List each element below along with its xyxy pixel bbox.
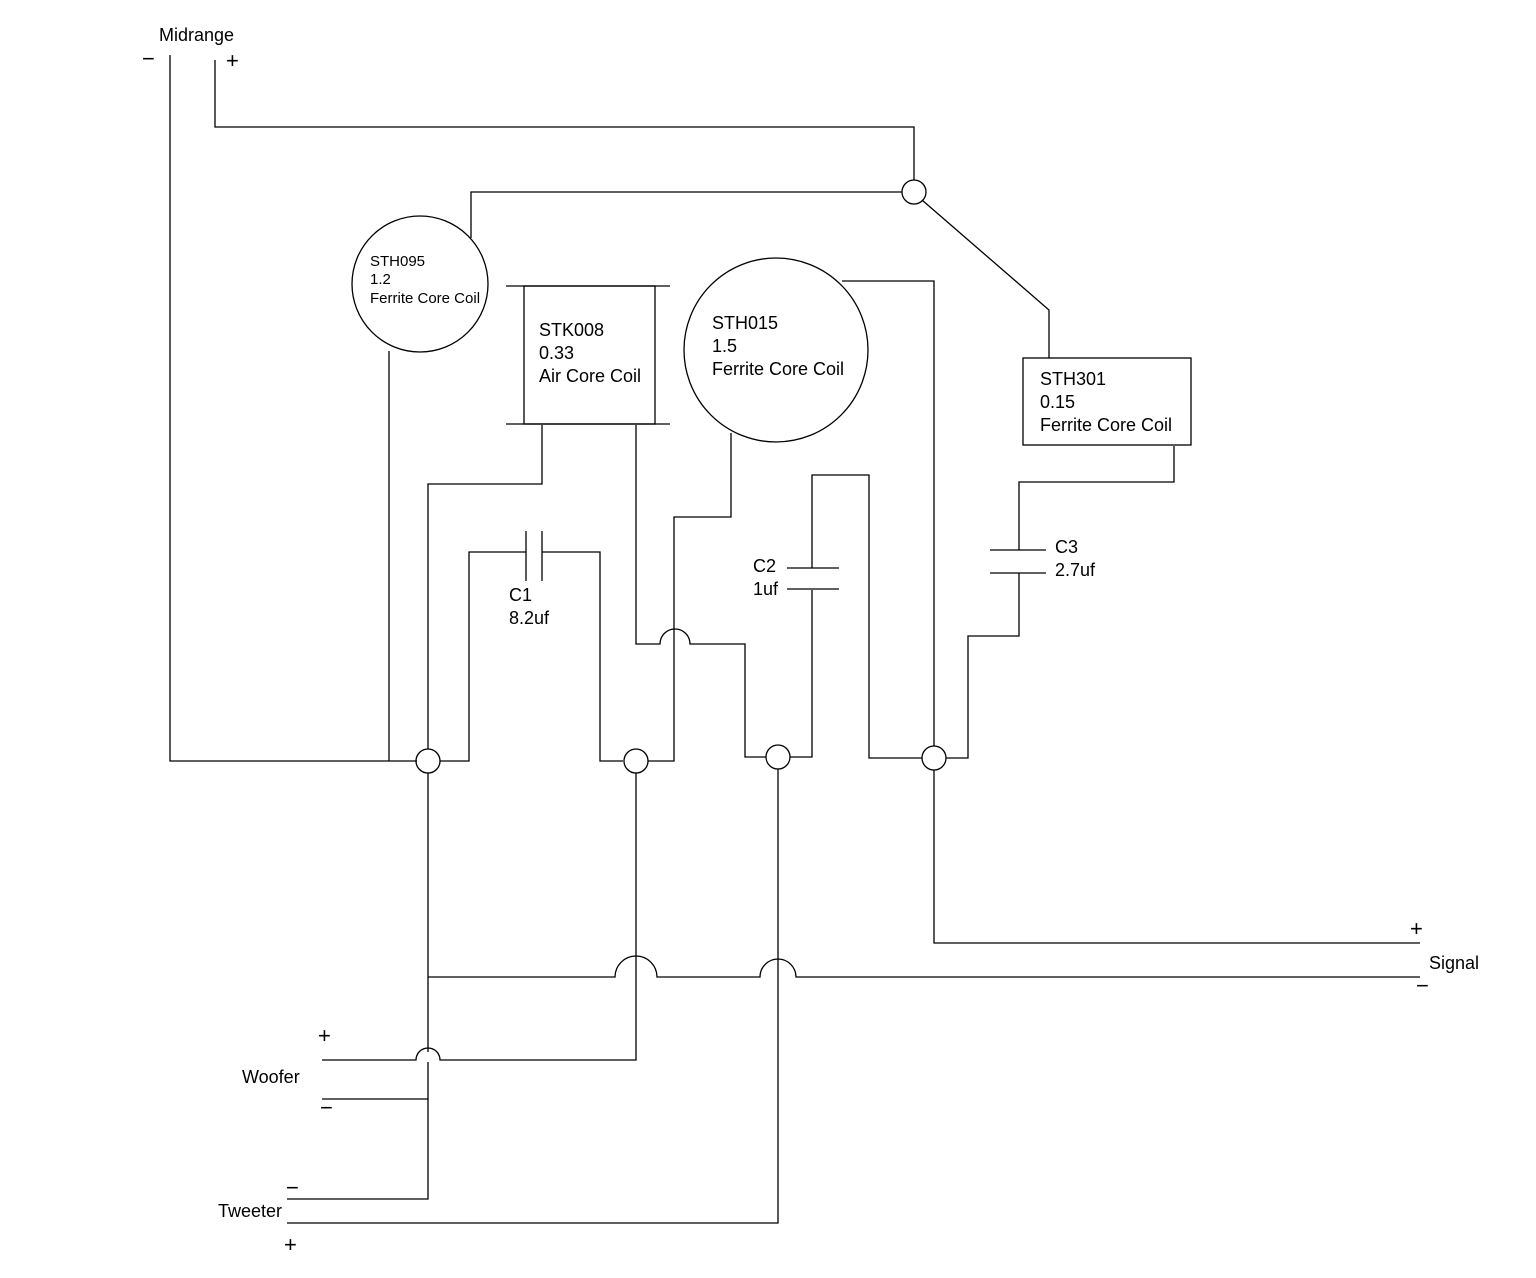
sth095-value: 1.2	[370, 271, 391, 288]
stk008-type: Air Core Coil	[539, 366, 641, 386]
sth095-type: Ferrite Core Coil	[370, 290, 480, 307]
tweeter-negative-sign: −	[286, 1175, 299, 1200]
wire-sth301-to-c3	[1018, 446, 1175, 550]
signal-label: Signal	[1429, 953, 1479, 973]
junction-top	[901, 179, 927, 205]
capacitor-c2: C2 1uf	[753, 556, 839, 599]
junction-j3	[765, 744, 791, 770]
inductor-sth301: STH301 0.15 Ferrite Core Coil	[1022, 357, 1192, 446]
wire-midrange-positive	[214, 60, 915, 180]
wire-c2-to-j4	[811, 474, 922, 759]
sth015-value: 1.5	[712, 336, 737, 356]
wire-sth015-to-j4	[842, 280, 935, 746]
capacitor-c3: C3 2.7uf	[990, 537, 1096, 580]
woofer-label: Woofer	[242, 1067, 300, 1087]
junction-j2	[623, 748, 649, 774]
junction-j1	[415, 748, 441, 774]
terminal-woofer: + Woofer −	[242, 1023, 333, 1120]
midrange-positive-sign: +	[226, 48, 239, 73]
wires	[169, 55, 1420, 1224]
tweeter-positive-sign: +	[284, 1232, 297, 1257]
sth301-type: Ferrite Core Coil	[1040, 415, 1172, 435]
signal-negative-sign: −	[1416, 973, 1429, 998]
wire-j4-to-signal-positive	[933, 770, 1420, 944]
c1-name: C1	[509, 585, 532, 605]
inductor-sth015: STH015 1.5 Ferrite Core Coil	[683, 257, 869, 443]
signal-positive-sign: +	[1410, 916, 1423, 941]
wire-j3-to-tweeter-positive	[287, 769, 779, 1224]
wire-c3-to-j4	[946, 573, 1020, 759]
midrange-negative-sign: −	[142, 46, 155, 71]
wire-c1-to-j2	[542, 551, 623, 762]
wire-top-junction-to-sth301	[921, 199, 1050, 358]
inductor-stk008: STK008 0.33 Air Core Coil	[506, 285, 670, 425]
wire-signal-negative	[428, 955, 1420, 978]
c2-value: 1uf	[753, 579, 779, 599]
midrange-label: Midrange	[159, 25, 234, 45]
wire-top-junction-to-sth095	[470, 191, 902, 238]
capacitor-c1: C1 8.2uf	[509, 531, 550, 628]
stk008-value: 0.33	[539, 343, 574, 363]
wire-stk008-to-j3	[635, 425, 766, 758]
c2-name: C2	[753, 556, 776, 576]
sth301-part: STH301	[1040, 369, 1106, 389]
sth015-part: STH015	[712, 313, 778, 333]
sth015-type: Ferrite Core Coil	[712, 359, 844, 379]
terminal-tweeter: − Tweeter +	[218, 1175, 299, 1257]
wire-j1-to-tweeter-negative	[287, 773, 429, 1200]
wire-sth015-to-j2	[648, 433, 732, 762]
junctions	[415, 179, 947, 774]
wire-woofer-positive	[322, 773, 637, 1061]
tweeter-label: Tweeter	[218, 1201, 282, 1221]
c3-value: 2.7uf	[1055, 560, 1096, 580]
c1-value: 8.2uf	[509, 608, 550, 628]
junction-j4	[921, 745, 947, 771]
wire-stk008-to-j1	[427, 425, 543, 749]
sth095-part: STH095	[370, 253, 425, 270]
sth301-value: 0.15	[1040, 392, 1075, 412]
c3-name: C3	[1055, 537, 1078, 557]
inductor-sth095: STH095 1.2 Ferrite Core Coil	[351, 215, 489, 353]
woofer-negative-sign: −	[320, 1095, 333, 1120]
wire-j3-to-c2	[790, 590, 813, 758]
wire-midrange-negative	[169, 55, 417, 762]
stk008-part: STK008	[539, 320, 604, 340]
woofer-positive-sign: +	[318, 1023, 331, 1048]
terminal-signal: + Signal −	[1410, 916, 1479, 998]
wire-j1-to-c1	[440, 551, 526, 762]
terminal-midrange: Midrange − +	[142, 25, 239, 73]
